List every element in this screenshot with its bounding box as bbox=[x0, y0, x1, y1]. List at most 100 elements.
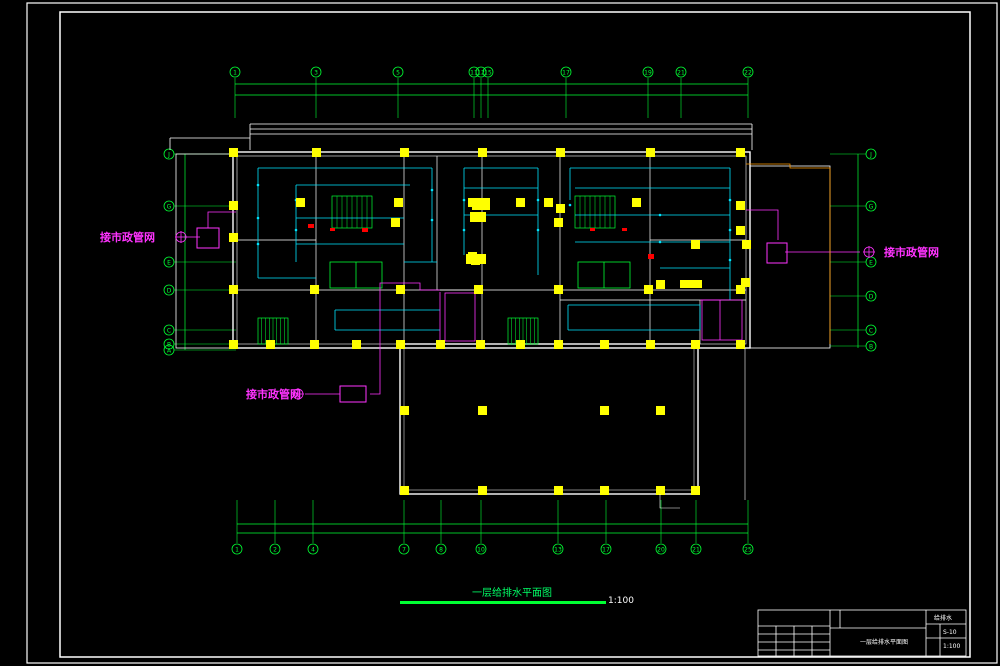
column bbox=[476, 340, 485, 349]
axis-bubble-bottom: 25 bbox=[742, 543, 754, 555]
axis-bubble-right: C bbox=[865, 324, 877, 336]
svg-text:7: 7 bbox=[402, 547, 406, 554]
svg-text:25: 25 bbox=[744, 547, 752, 554]
municipal-label-right: 接市政管网 bbox=[884, 245, 939, 259]
pipe-fitting bbox=[536, 198, 540, 202]
axis-bubble-bottom: 10 bbox=[475, 543, 487, 555]
axis-bubble-top: 1 bbox=[229, 66, 241, 78]
pipe-fitting bbox=[658, 240, 662, 244]
axis-bubble-right: D bbox=[865, 290, 877, 302]
column bbox=[229, 233, 238, 242]
axis-bubble-top: 3 bbox=[310, 66, 322, 78]
column bbox=[400, 406, 409, 415]
column bbox=[556, 148, 565, 157]
elevators bbox=[329, 261, 631, 289]
svg-text:17: 17 bbox=[602, 547, 610, 554]
column bbox=[741, 278, 750, 287]
municipal-label-bottom: 接市政管网 bbox=[246, 387, 301, 401]
title-underline bbox=[400, 601, 606, 604]
column bbox=[400, 148, 409, 157]
column bbox=[516, 340, 525, 349]
pipe-fitting bbox=[462, 228, 466, 232]
axis-bubble-right: G bbox=[865, 200, 877, 212]
pipe-fitting bbox=[256, 242, 260, 246]
column bbox=[478, 486, 487, 495]
column bbox=[229, 285, 238, 294]
axis-bubble-bottom: 1 bbox=[231, 543, 243, 555]
axis-bubble-left: E bbox=[163, 256, 175, 268]
column bbox=[394, 198, 403, 207]
svg-text:8: 8 bbox=[439, 547, 443, 554]
stair-treads bbox=[261, 196, 611, 344]
axis-bubble-left: D bbox=[163, 284, 175, 296]
column bbox=[396, 285, 405, 294]
svg-text:E: E bbox=[869, 260, 873, 267]
top-corridor bbox=[169, 123, 753, 150]
column bbox=[516, 198, 525, 207]
axis-bubble-left: J bbox=[163, 148, 175, 160]
axis-bubble-right: B bbox=[865, 340, 877, 352]
svg-text:15: 15 bbox=[484, 70, 492, 77]
fixtures bbox=[308, 224, 654, 259]
column bbox=[554, 486, 563, 495]
svg-text:10: 10 bbox=[477, 547, 485, 554]
axis-bubble-left: A bbox=[163, 344, 175, 356]
column bbox=[266, 340, 275, 349]
column bbox=[470, 212, 486, 222]
axis-bubble-bottom: 20 bbox=[655, 543, 667, 555]
column bbox=[600, 406, 609, 415]
svg-text:D: D bbox=[167, 288, 172, 295]
column bbox=[400, 486, 409, 495]
outer-frame bbox=[26, 2, 998, 664]
svg-text:1: 1 bbox=[235, 547, 239, 554]
connection-symbols bbox=[175, 231, 875, 400]
column bbox=[600, 340, 609, 349]
axis-bubble-top: 12 bbox=[475, 66, 487, 78]
pipe-fitting bbox=[728, 228, 732, 232]
column bbox=[736, 226, 745, 235]
axis-bubble-bottom: 4 bbox=[307, 543, 319, 555]
axis-bubble-bottom: 13 bbox=[552, 543, 564, 555]
axis-bubble-right: J bbox=[865, 148, 877, 160]
axis-bubble-bottom: 2 bbox=[269, 543, 281, 555]
municipal-connection-pipes bbox=[185, 209, 860, 395]
axis-bubble-left: G bbox=[163, 200, 175, 212]
svg-text:21: 21 bbox=[692, 547, 700, 554]
column bbox=[691, 340, 700, 349]
column bbox=[736, 285, 745, 294]
right-axis-group: J G E D CB bbox=[830, 148, 877, 352]
title-block-discipline: 给排水 bbox=[934, 614, 952, 622]
title-block-scale: 1:100 bbox=[943, 643, 960, 650]
pipe-fitting bbox=[568, 203, 572, 207]
column bbox=[656, 486, 665, 495]
svg-text:17: 17 bbox=[562, 70, 570, 77]
pipe-fitting bbox=[728, 198, 732, 202]
svg-text:19: 19 bbox=[644, 70, 652, 77]
column bbox=[472, 198, 490, 210]
axis-bubble-bottom: 17 bbox=[600, 543, 612, 555]
svg-text:21: 21 bbox=[677, 70, 685, 77]
column bbox=[310, 285, 319, 294]
column bbox=[632, 198, 641, 207]
column bbox=[554, 218, 563, 227]
column bbox=[736, 340, 745, 349]
column bbox=[478, 406, 487, 415]
structural-columns bbox=[229, 148, 751, 495]
column bbox=[391, 218, 400, 227]
svg-text:4: 4 bbox=[311, 547, 315, 554]
svg-text:G: G bbox=[869, 204, 874, 211]
axis-bubble-top: 15 bbox=[482, 66, 494, 78]
svg-text:E: E bbox=[167, 260, 171, 267]
drawing-scale: 1:100 bbox=[608, 596, 634, 606]
leader-lines bbox=[659, 348, 746, 509]
axis-bubble-bottom: 7 bbox=[398, 543, 410, 555]
column bbox=[691, 240, 700, 249]
pipe-fitting bbox=[256, 216, 260, 220]
svg-text:12: 12 bbox=[477, 70, 485, 77]
column bbox=[352, 340, 361, 349]
pipe-fitting bbox=[294, 228, 298, 232]
svg-text:11: 11 bbox=[470, 70, 478, 77]
